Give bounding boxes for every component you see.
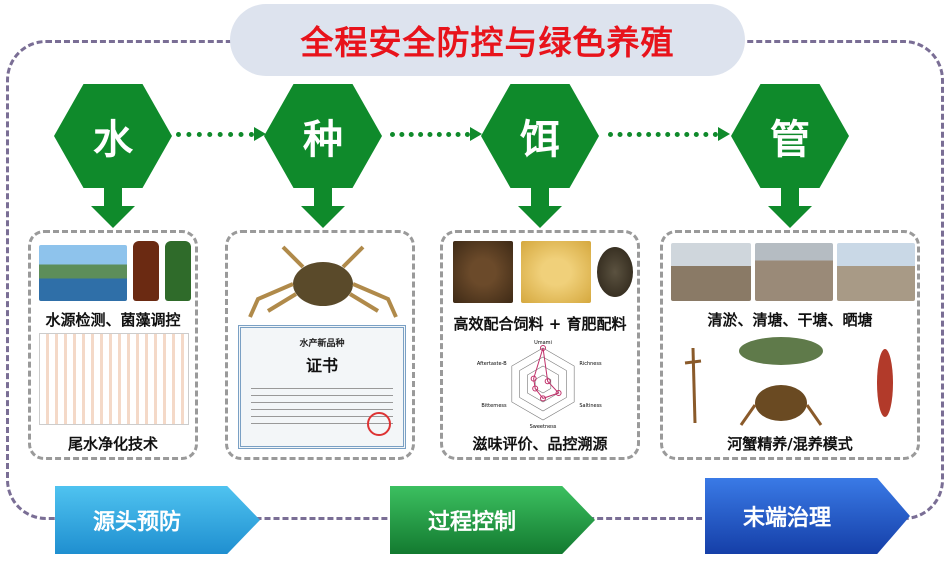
page-title: 全程安全防控与绿色养殖 [230, 4, 745, 76]
bottle-image [133, 241, 159, 301]
snail-image [597, 247, 633, 297]
pond-photo [755, 243, 833, 301]
seed-box: 水产新品种 证书 [225, 230, 415, 460]
certificate: 水产新品种 证书 [238, 325, 406, 449]
banner-process-control: 过程控制 [390, 486, 595, 554]
radar-point [540, 345, 546, 351]
banner-end-treatment: 末端治理 [705, 478, 910, 554]
dotted-arrow-icon [176, 127, 266, 141]
stage-manage: 管 [731, 84, 849, 188]
water-photo [39, 245, 127, 301]
manage-box: 清淤、清塘、干塘、晒塘 河蟹精养/混养模式 [660, 230, 920, 460]
radar-point [544, 378, 551, 385]
radar-axis-label: Bitterness [481, 403, 507, 409]
dry-pond-photo [837, 243, 915, 301]
radar-point [530, 375, 537, 382]
dotted-arrow-icon [608, 127, 730, 141]
crayfish-image [877, 349, 893, 417]
cert-header: 水产新品种 [299, 339, 345, 349]
radar-point [540, 395, 546, 402]
radar-point [555, 390, 562, 396]
manage-caption: 清淤、清塘、干塘、晒塘 [707, 311, 873, 329]
radar-axis-label: Richness [579, 361, 602, 367]
soybean-image [521, 241, 591, 303]
radar-axis-label: Sweetness [530, 424, 557, 430]
water-caption: 水源检测、菌藻调控 [45, 311, 181, 329]
taste-caption: 滋味评价、品控溯源 [472, 435, 608, 453]
down-arrow-icon [91, 186, 135, 228]
radar-grid [534, 374, 552, 394]
feed-pellets-image [453, 241, 513, 303]
species-caption: 河蟹精养/混养模式 [727, 435, 853, 453]
seal-icon [367, 412, 391, 436]
radar-grid [519, 356, 567, 412]
radar-axis-label: Umami [534, 340, 552, 346]
radar-grid [527, 365, 559, 403]
down-arrow-icon [518, 186, 562, 228]
radar-point [532, 385, 539, 392]
feed-caption: 高效配合饲料 + 育肥配料 [453, 315, 627, 333]
dredging-photo [671, 243, 751, 301]
radar-series [533, 347, 560, 399]
radar-axis-label: Saltiness [579, 403, 602, 409]
bottle-image [165, 241, 191, 301]
radar-grid [511, 347, 575, 421]
cert-title: 证书 [305, 356, 338, 375]
down-arrow-icon [768, 186, 812, 228]
fish-image [739, 337, 823, 365]
down-arrow-icon [301, 186, 345, 228]
purification-caption: 尾水净化技术 [67, 435, 158, 453]
water-box: 水源检测、菌藻调控 尾水净化技术 [28, 230, 198, 460]
radar-axis-label: Aftertaste-B [477, 361, 507, 367]
crab-image [755, 385, 807, 421]
banner-source-prevention: 源头预防 [55, 486, 260, 554]
crab-image [248, 245, 398, 318]
dotted-arrow-icon [390, 127, 482, 141]
purification-diagram [39, 333, 189, 425]
aquaculture-species-image [684, 337, 893, 426]
